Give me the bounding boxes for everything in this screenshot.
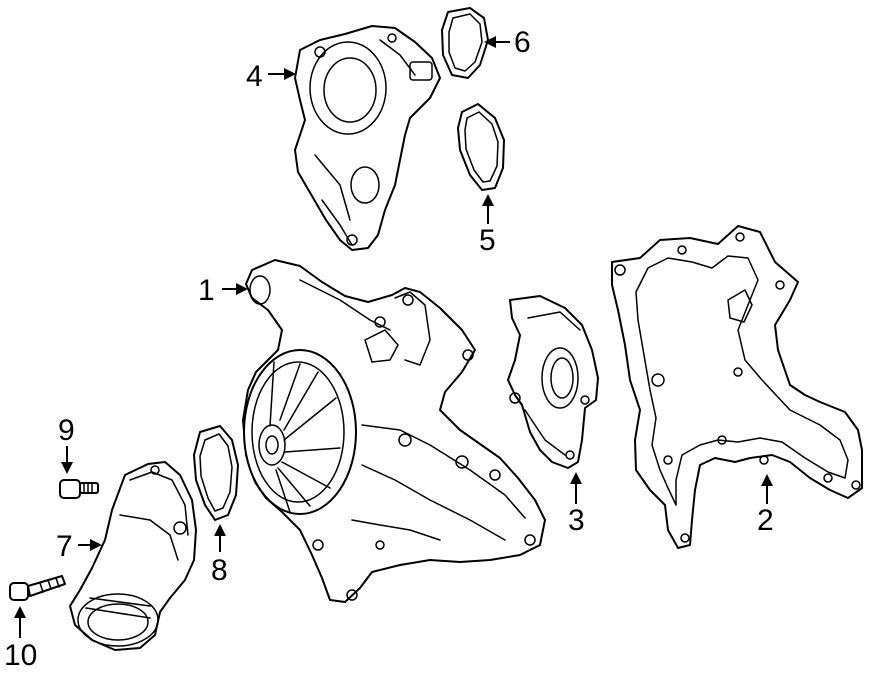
callout-4: 4 bbox=[246, 60, 296, 93]
callout-5: 5 bbox=[479, 194, 496, 257]
callout-label-8: 8 bbox=[211, 554, 228, 587]
inlet-gasket bbox=[193, 425, 239, 521]
callout-3: 3 bbox=[568, 472, 585, 537]
callout-label-3: 3 bbox=[568, 504, 585, 537]
thermostat-housing-gasket bbox=[457, 103, 505, 191]
water-pump-cover bbox=[507, 295, 599, 469]
inlet-long-bolt bbox=[9, 575, 66, 601]
callout-7: 7 bbox=[56, 530, 102, 563]
callout-label-2: 2 bbox=[757, 504, 774, 537]
inlet-bolt bbox=[59, 479, 99, 499]
callout-label-4: 4 bbox=[246, 60, 263, 93]
callout-2: 2 bbox=[757, 474, 774, 537]
callout-1: 1 bbox=[198, 274, 248, 307]
callout-6: 6 bbox=[484, 26, 531, 59]
water-pump-gasket bbox=[611, 225, 863, 549]
callout-10: 10 bbox=[4, 606, 37, 672]
water-pump bbox=[242, 259, 546, 603]
callout-label-5: 5 bbox=[479, 224, 496, 257]
thermostat-housing-o-ring bbox=[441, 7, 489, 79]
callout-label-6: 6 bbox=[514, 26, 531, 59]
callout-9: 9 bbox=[58, 414, 75, 474]
water-inlet bbox=[69, 461, 197, 651]
callout-label-10: 10 bbox=[4, 639, 37, 672]
callout-label-1: 1 bbox=[198, 274, 215, 307]
callout-label-7: 7 bbox=[56, 530, 73, 563]
callout-8: 8 bbox=[211, 524, 228, 587]
thermostat-housing bbox=[294, 25, 441, 251]
callout-label-9: 9 bbox=[58, 414, 75, 447]
